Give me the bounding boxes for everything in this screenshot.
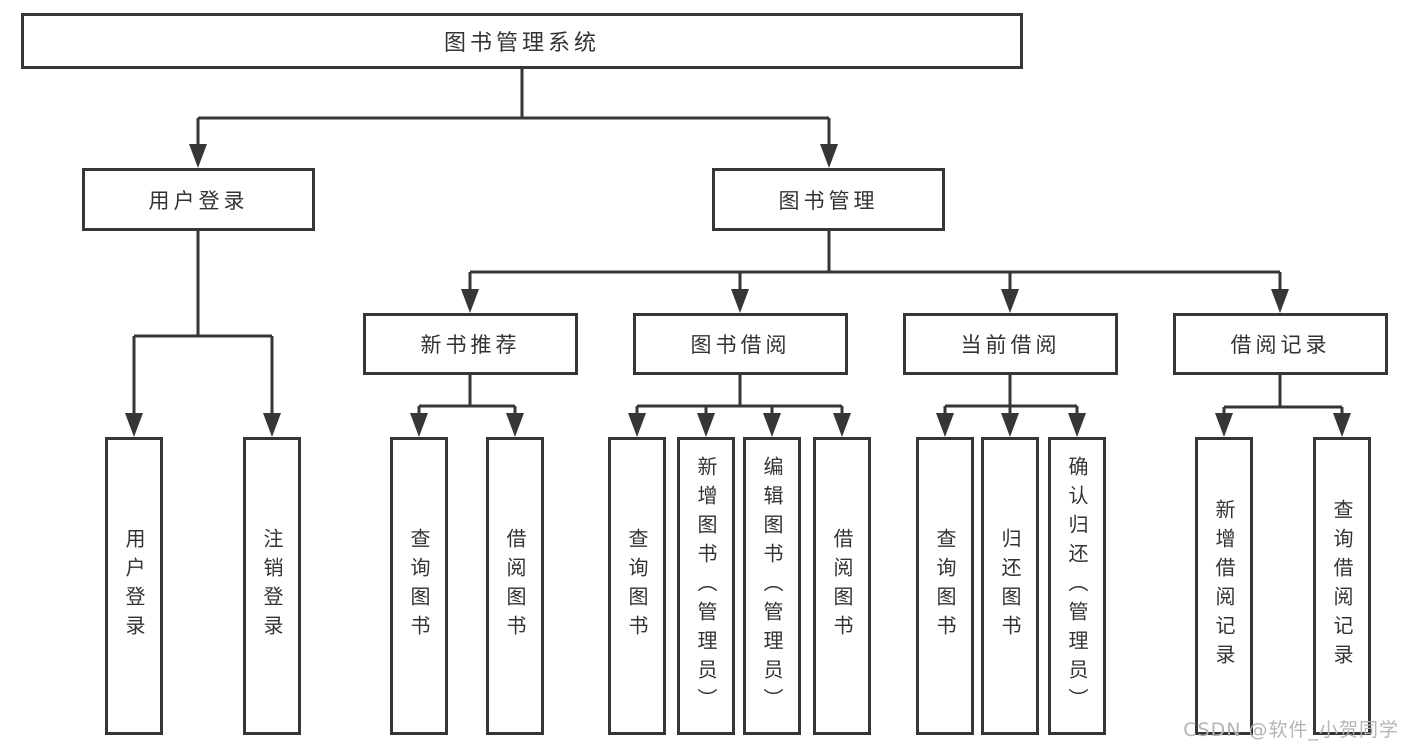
watermark: CSDN @软件_小贺同学 xyxy=(1183,719,1399,741)
node-label: 借阅图书 xyxy=(503,528,527,644)
node-label: 确认归还（管理员） xyxy=(1065,455,1089,717)
leaf-add-book-admin: 新增图书（管理员） xyxy=(677,437,735,735)
node-label: 归还图书 xyxy=(998,528,1022,644)
node-user-login: 用户登录 xyxy=(82,168,315,231)
node-label: 用户登录 xyxy=(122,528,146,644)
node-label: 新增图书（管理员） xyxy=(694,455,718,717)
node-label: 当前借阅 xyxy=(960,333,1061,357)
leaf-edit-book-admin: 编辑图书（管理员） xyxy=(743,437,801,735)
leaf-user-login: 用户登录 xyxy=(105,437,163,735)
node-label: 查询图书 xyxy=(625,528,649,644)
node-label: 查询图书 xyxy=(407,528,431,644)
leaf-query-book-1: 查询图书 xyxy=(390,437,448,735)
node-label: 查询借阅记录 xyxy=(1330,499,1354,673)
leaf-query-borrow-record: 查询借阅记录 xyxy=(1313,437,1371,735)
node-label: 新增借阅记录 xyxy=(1212,499,1236,673)
node-label: 借阅图书 xyxy=(830,528,854,644)
node-label: 图书管理系统 xyxy=(443,31,600,56)
leaf-return-book: 归还图书 xyxy=(981,437,1039,735)
node-label: 借阅记录 xyxy=(1230,333,1331,357)
node-label: 新书推荐 xyxy=(420,333,521,357)
node-label: 查询图书 xyxy=(933,528,957,644)
node-label: 图书管理 xyxy=(778,188,879,213)
leaf-query-book-3: 查询图书 xyxy=(916,437,974,735)
leaf-add-borrow-record: 新增借阅记录 xyxy=(1195,437,1253,735)
node-library-system: 图书管理系统 xyxy=(21,13,1023,69)
node-current-borrow: 当前借阅 xyxy=(903,313,1118,375)
node-label: 图书借阅 xyxy=(690,333,791,357)
node-label: 编辑图书（管理员） xyxy=(760,455,784,717)
leaf-borrow-book-2: 借阅图书 xyxy=(813,437,871,735)
node-borrow-records: 借阅记录 xyxy=(1173,313,1388,375)
leaf-borrow-book-1: 借阅图书 xyxy=(486,437,544,735)
leaf-query-book-2: 查询图书 xyxy=(608,437,666,735)
node-label: 注销登录 xyxy=(260,528,284,644)
leaf-logout: 注销登录 xyxy=(243,437,301,735)
node-book-management: 图书管理 xyxy=(712,168,945,231)
node-label: 用户登录 xyxy=(148,188,249,213)
node-new-book-recommend: 新书推荐 xyxy=(363,313,578,375)
leaf-confirm-return-admin: 确认归还（管理员） xyxy=(1048,437,1106,735)
node-book-borrow: 图书借阅 xyxy=(633,313,848,375)
